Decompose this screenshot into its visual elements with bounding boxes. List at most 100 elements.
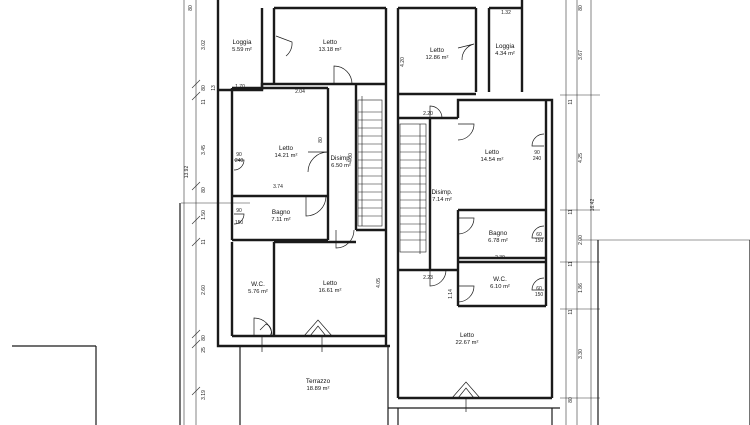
doors [233, 35, 545, 412]
dim-right-330: 3.30 [578, 349, 584, 359]
room-letto-low-left: Letto 16.61 m² [319, 280, 342, 294]
dim-letto-width: 3.74 [273, 184, 283, 190]
room-name: Loggia [496, 43, 515, 50]
dim-corridor-top: 2.04 [295, 89, 305, 95]
stairs-right [399, 123, 427, 254]
room-area: 13.18 m² [319, 47, 342, 53]
room-area: 12.86 m² [426, 55, 449, 61]
room-name: Letto [279, 145, 294, 152]
room-letto-mid-left: Letto 14.21 m² [275, 145, 298, 159]
dim-left-tick-11b: 11 [201, 239, 207, 244]
room-area: 5.59 m² [232, 47, 252, 53]
dim-disimp-vert: 4.00 [348, 153, 354, 163]
dim-letto-top-right-height: 4.20 [400, 57, 406, 67]
dim-wc-height: 1.14 [448, 289, 454, 299]
dim-left-tick-25: 25 [201, 347, 207, 353]
dim-loggia-width: 1.70 [235, 84, 245, 90]
win-label-90b: 90 [236, 208, 242, 214]
room-letto-mid-right: Letto 14.54 m² [481, 149, 504, 163]
win-label-150b: 150 [535, 238, 544, 244]
room-name: Letto [323, 39, 338, 46]
dim-left-150: 1.50 [201, 210, 207, 220]
room-letto-top-left: Letto 13.18 m² [319, 39, 342, 53]
dim-top-right: 1.32 [501, 10, 511, 16]
win-label-90c: 90 [534, 150, 540, 156]
room-name: Loggia [233, 39, 252, 46]
room-area: 4.34 m² [495, 51, 515, 57]
dim-right-200: 2.00 [578, 235, 584, 245]
room-area: 6.50 m² [331, 163, 351, 169]
room-letto-low-right: Letto 22.67 m² [456, 332, 479, 346]
dim-left-319: 3.19 [201, 390, 207, 400]
dim-left-tick-13: 13 [211, 85, 217, 91]
dim-letto-vert: 80 [318, 137, 324, 143]
room-name: W.C. [251, 281, 265, 288]
room-area: 6.10 m² [490, 284, 510, 290]
win-label-60b: 60 [536, 286, 542, 292]
room-disimp-right: Disimp. 7.14 m² [432, 189, 453, 203]
room-disimp-left: Disimp. 6.50 m² [331, 155, 352, 169]
room-area: 14.21 m² [275, 153, 298, 159]
dim-door-223: 2.23 [423, 275, 433, 281]
walls [12, 0, 750, 425]
dim-left-302: 3.02 [201, 40, 207, 50]
room-bagno-left: Bagno 7.11 m² [271, 209, 290, 223]
dim-right-tick-80b: 80 [578, 5, 584, 11]
win-label-60a: 60 [536, 232, 542, 238]
dim-right-186: 1.86 [578, 283, 584, 293]
room-wc-right: W.C. 6.10 m² [490, 276, 510, 290]
dim-right-tick-11a: 11 [568, 99, 574, 104]
room-letto-top-right: Letto 12.86 m² [426, 47, 449, 61]
room-area: 22.67 m² [456, 340, 479, 346]
room-area: 7.11 m² [271, 217, 290, 223]
room-area: 16.61 m² [319, 288, 342, 294]
room-area: 6.78 m² [488, 238, 508, 244]
win-label-90a: 90 [236, 152, 242, 158]
room-name: Terrazzo [306, 378, 331, 385]
dim-left-1392: 13.92 [184, 166, 190, 179]
room-name: Bagno [489, 230, 508, 237]
win-label-240a: 240 [235, 158, 244, 164]
win-label-150a: 150 [235, 220, 244, 226]
room-area: 5.76 m² [248, 289, 268, 295]
dim-left-tick-80b: 80 [201, 187, 207, 193]
dim-door-220: 2.20 [423, 111, 433, 117]
room-area: 18.89 m² [307, 386, 330, 392]
room-name: Letto [430, 47, 445, 54]
dim-right-tick-80: 80 [568, 397, 574, 403]
room-loggia-right: Loggia 4.34 m² [495, 43, 515, 57]
dim-right-tick-11b: 11 [568, 209, 574, 214]
dimension-labels: 1.32 1.70 2.04 3.74 2.20 2.23 2.39 1.14 … [184, 5, 596, 403]
stairs-left [357, 96, 383, 227]
dim-bagno-right-width: 2.39 [495, 255, 505, 261]
room-area: 14.54 m² [481, 157, 504, 163]
dim-right-367: 3.67 [578, 50, 584, 60]
win-label-240b: 240 [533, 156, 542, 162]
room-area: 7.14 m² [432, 197, 452, 203]
dim-left-260: 2.60 [201, 285, 207, 295]
room-terrazzo: Terrazzo 18.89 m² [306, 378, 331, 392]
room-name: W.C. [493, 276, 507, 283]
win-label-150c: 150 [535, 292, 544, 298]
dim-left-tick-80d: 80 [188, 5, 194, 11]
room-name: Disimp. [432, 189, 453, 196]
dim-left-tick-11a: 11 [201, 99, 207, 104]
room-name: Disimp. [331, 155, 352, 162]
dim-right-tick-11d: 11 [568, 309, 574, 314]
dim-left-345: 3.45 [201, 145, 207, 155]
room-loggia-left: Loggia 5.59 m² [232, 39, 252, 53]
room-name: Letto [323, 280, 338, 287]
dim-left-tick-80c: 80 [201, 335, 207, 341]
room-name: Bagno [272, 209, 291, 216]
right-dimension-lines [560, 0, 750, 425]
dim-right-1642: 16.42 [590, 199, 596, 212]
dim-right-tick-11c: 11 [568, 261, 574, 266]
dim-right-425: 4.25 [578, 153, 584, 163]
dim-letto-low-height: 4.05 [376, 278, 382, 288]
dim-left-tick-80: 80 [201, 85, 207, 91]
room-name: Letto [460, 332, 475, 339]
room-name: Letto [485, 149, 500, 156]
left-dimension-lines [181, 0, 250, 425]
room-bagno-right: Bagno 6.78 m² [488, 230, 508, 244]
